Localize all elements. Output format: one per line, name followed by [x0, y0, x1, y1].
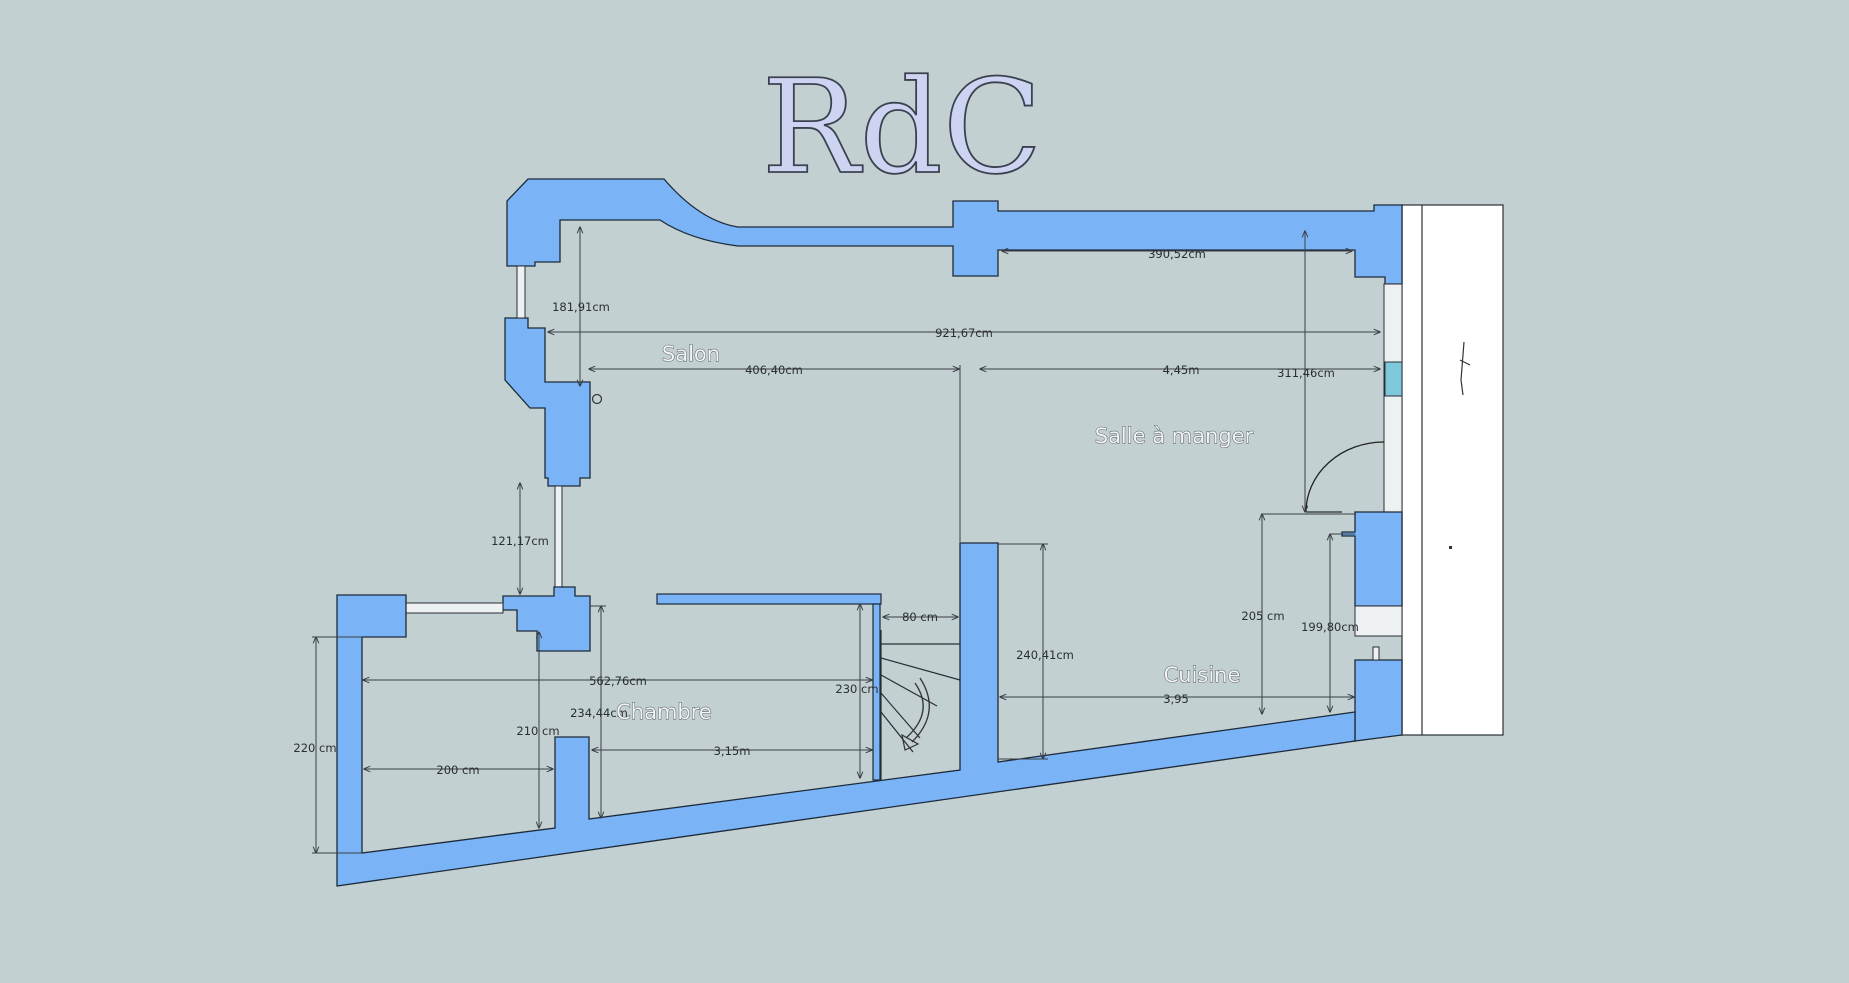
dim-label-315: 3,15m: [714, 744, 751, 758]
dim-label-406: 406,40cm: [745, 363, 803, 377]
right-wall-lower: [1354, 659, 1403, 742]
left-wall-middle: [502, 586, 591, 652]
right-wall-post: [1372, 646, 1380, 661]
dim-label-390: 390,52cm: [1148, 247, 1206, 261]
dim-label-240: 240,41cm: [1016, 648, 1074, 662]
left-window-upper: [516, 265, 526, 319]
dim-label-311: 311,46cm: [1277, 366, 1335, 380]
partition-wall: [656, 593, 882, 605]
adjacent-strip: [1401, 204, 1504, 736]
door-swing-arc: [1305, 441, 1385, 513]
dim-label-395: 3,95: [1163, 692, 1189, 706]
bottom-wall: [336, 542, 1356, 887]
dim-label-230: 230 cm: [835, 682, 878, 696]
room-label-salon: Salon: [662, 342, 720, 366]
room-label-chambre: Chambre: [616, 700, 712, 724]
right-window-strip: [1383, 283, 1403, 513]
dim-label-205: 205 cm: [1241, 609, 1284, 623]
dimension-lines: [312, 227, 1380, 853]
dim-label-234: 234,44cm: [570, 706, 628, 720]
top-wall: [506, 178, 1403, 285]
stair: [880, 630, 961, 780]
right-window-lower: [1354, 605, 1403, 637]
dim-label-921: 921,67cm: [935, 326, 993, 340]
chambre-window: [405, 602, 504, 614]
right-wall-upper: [1341, 511, 1403, 607]
room-label-salle-a-manger: Salle à manger: [1095, 424, 1254, 448]
dim-label-562: 562,76cm: [589, 674, 647, 688]
strip-mark: [1459, 341, 1471, 396]
dim-label-80: 80 cm: [902, 610, 938, 624]
partition-post: [872, 603, 881, 781]
dim-label-220: 220 cm: [293, 741, 336, 755]
right-window: [1384, 361, 1403, 397]
dim-label-445: 4,45m: [1163, 363, 1200, 377]
dim-label-210: 210 cm: [516, 724, 559, 738]
strip-dot: [1449, 546, 1452, 549]
dim-label-121: 121,17cm: [491, 534, 549, 548]
dim-label-200: 200 cm: [436, 763, 479, 777]
plan-title: RdC: [762, 51, 1043, 203]
left-window-middle: [554, 485, 563, 588]
ceiling-light-icon: [591, 393, 603, 405]
left-wall-upper: [504, 317, 591, 487]
dim-label-199: 199,80cm: [1301, 620, 1359, 634]
room-label-cuisine: Cuisine: [1164, 663, 1241, 687]
dim-label-181: 181,91cm: [552, 300, 610, 314]
